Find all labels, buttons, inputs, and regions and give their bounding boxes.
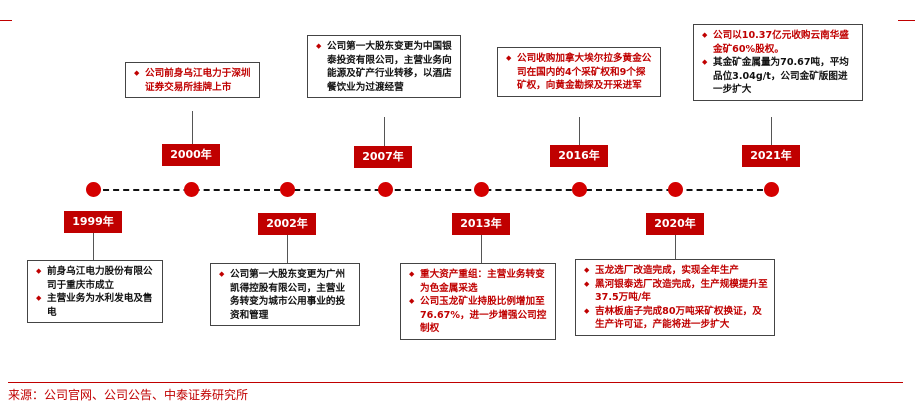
timeline-dot-2013 [474,182,489,197]
event-item-1999-2: 主营业务为水利发电及售电 [36,292,156,319]
event-item-2020-2: 黑河银泰选厂改造完成，生产规模提升至37.5万吨/年 [584,278,768,305]
top-rule-left [0,20,12,21]
event-box-2016: 公司收购加拿大埃尔拉多黄金公司在国内的4个采矿权和9个探矿权，向黄金勘探及开采进… [497,47,661,97]
timeline-dot-2016 [572,182,587,197]
connector-2013 [481,235,482,263]
source-note: 来源：公司官网、公司公告、中泰证券研究所 [8,388,249,402]
timeline-dot-1999 [86,182,101,197]
timeline-dot-2002 [280,182,295,197]
year-label-2016: 2016年 [550,145,608,167]
event-item-2021-1: 公司以10.37亿元收购云南华盛金矿60%股权。 [702,29,856,56]
event-item-2021-2: 其金矿金属量为70.67吨，平均品位3.04g/t，公司金矿版图进一步扩大 [702,56,856,97]
event-item-1999-1: 前身乌江电力股份有限公司于重庆市成立 [36,265,156,292]
timeline-dot-2020 [668,182,683,197]
connector-2021 [771,117,772,145]
event-box-2021: 公司以10.37亿元收购云南华盛金矿60%股权。 其金矿金属量为70.67吨，平… [693,24,863,101]
year-label-2007: 2007年 [354,146,412,168]
connector-2007 [384,117,385,146]
event-item-2020-3: 吉林板庙子完成80万吨采矿权换证，及生产许可证，产能将进一步扩大 [584,305,768,332]
event-item-2002-1: 公司第一大股东变更为广州凯得控股有限公司，主营业务转变为城市公用事业的投资和管理 [219,268,353,322]
year-label-2020: 2020年 [646,213,704,235]
event-box-2000: 公司前身乌江电力于深圳证券交易所挂牌上市 [125,62,260,99]
connector-1999 [93,233,94,260]
top-rule-right [898,20,915,21]
event-box-2020: 玉龙选厂改造完成，实现全年生产 黑河银泰选厂改造完成，生产规模提升至37.5万吨… [575,259,775,336]
event-item-2013-2: 公司玉龙矿业持股比例增加至76.67%，进一步增强公司控制权 [409,295,549,336]
timeline-axis [93,189,773,191]
timeline-dot-2000 [184,182,199,197]
year-label-2000: 2000年 [162,144,220,166]
year-label-1999: 1999年 [64,211,122,233]
event-box-2007: 公司第一大股东变更为中国银泰投资有限公司，主营业务向能源及矿产行业转移，以酒店餐… [307,35,461,99]
event-box-1999: 前身乌江电力股份有限公司于重庆市成立 主营业务为水利发电及售电 [27,260,163,324]
event-item-2000-1: 公司前身乌江电力于深圳证券交易所挂牌上市 [134,67,253,94]
event-item-2007-1: 公司第一大股东变更为中国银泰投资有限公司，主营业务向能源及矿产行业转移，以酒店餐… [316,40,454,94]
timeline-dot-2007 [378,182,393,197]
year-label-2021: 2021年 [742,145,800,167]
event-item-2016-1: 公司收购加拿大埃尔拉多黄金公司在国内的4个采矿权和9个探矿权，向黄金勘探及开采进… [506,52,654,93]
timeline-dot-2021 [764,182,779,197]
connector-2020 [675,235,676,259]
year-label-2002: 2002年 [258,213,316,235]
year-label-2013: 2013年 [452,213,510,235]
connector-2002 [287,235,288,263]
connector-2000 [192,111,193,144]
bottom-rule [8,382,903,383]
event-box-2002: 公司第一大股东变更为广州凯得控股有限公司，主营业务转变为城市公用事业的投资和管理 [210,263,360,327]
connector-2016 [579,117,580,145]
event-item-2013-1: 重大资产重组：主营业务转变为色金属采选 [409,268,549,295]
event-item-2020-1: 玉龙选厂改造完成，实现全年生产 [584,264,768,278]
event-box-2013: 重大资产重组：主营业务转变为色金属采选 公司玉龙矿业持股比例增加至76.67%，… [400,263,556,340]
